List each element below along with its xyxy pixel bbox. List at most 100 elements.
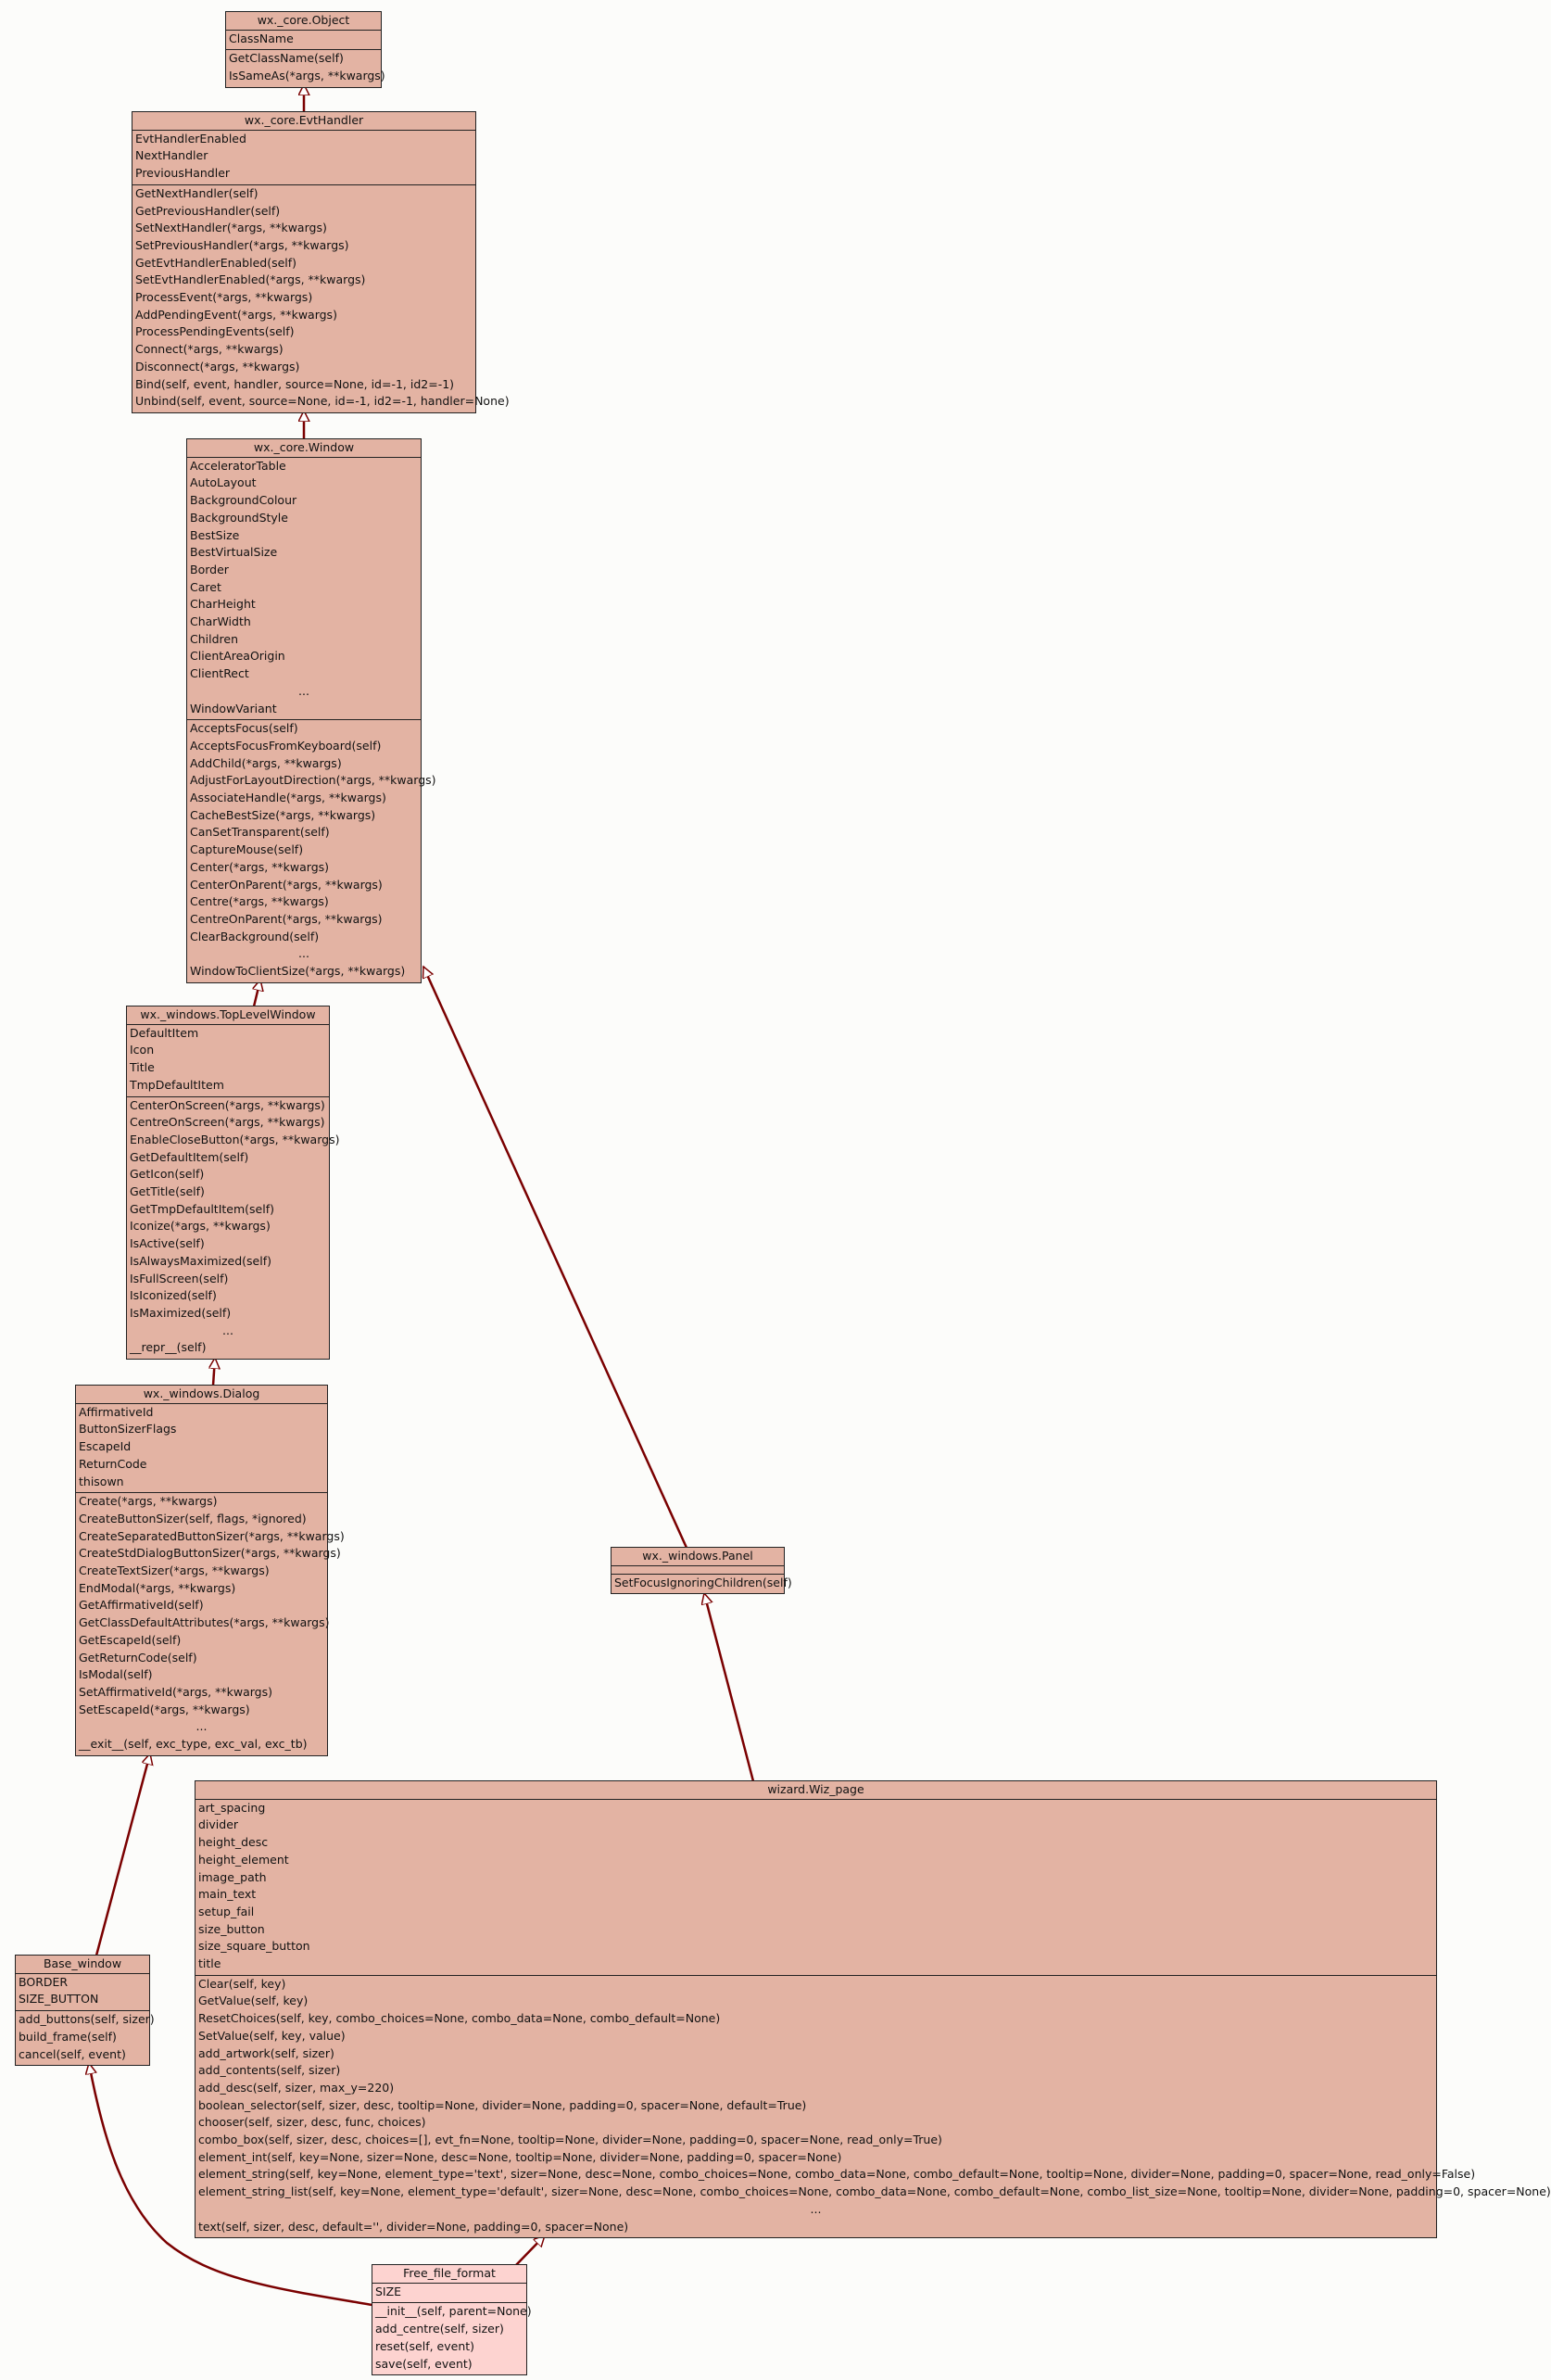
attribute-item: WindowVariant — [190, 701, 277, 715]
method-item: SetFocusIgnoringChildren(self) — [614, 1575, 792, 1589]
method-item: CanSetTransparent(self) — [190, 825, 330, 840]
method-section: AcceptsFocus(self)AcceptsFocusFromKeyboa… — [187, 719, 436, 982]
method-item: CreateStdDialogButtonSizer(*args, **kwar… — [79, 1546, 341, 1561]
edge-wizpage-to-panel — [704, 1593, 755, 1782]
method-item: GetTitle(self) — [130, 1184, 205, 1199]
attribute-item: BestVirtualSize — [190, 545, 278, 560]
method-item: Iconize(*args, **kwargs) — [130, 1219, 271, 1234]
method-section: CenterOnScreen(*args, **kwargs) CentreOnS… — [127, 1095, 339, 1360]
attribute-item: main_text — [198, 1887, 257, 1902]
method-item: CentreOnParent(*args, **kwargs) — [190, 911, 383, 926]
method-item: IsActive(self) — [130, 1236, 205, 1251]
method-item: CenterOnScreen(*args, **kwargs) — [130, 1097, 325, 1112]
method-section: __init__(self, parent=None) add_centre(se… — [372, 2302, 532, 2374]
ellipsis: ... — [222, 1323, 233, 1337]
method-item: EndModal(*args, **kwargs) — [79, 1580, 236, 1595]
method-item: Bind(self, event, handler, source=None, … — [135, 376, 455, 391]
edge-freefileformat-to-basewindow — [89, 2063, 373, 2307]
method-item: ClearBackground(self) — [190, 929, 320, 943]
method-section: GetClassName(self)IsSameAs(*args, **kwar… — [226, 49, 385, 86]
method-item: CentreOnScreen(*args, **kwargs) — [130, 1115, 325, 1130]
method-item: add_centre(self, sizer) — [375, 2322, 504, 2336]
method-item: chooser(self, sizer, desc, func, choices… — [198, 2115, 426, 2130]
method-item: AssociateHandle(*args, **kwargs) — [190, 791, 386, 805]
method-item: element_string(self, key=None, element_t… — [198, 2167, 1476, 2182]
class-name: Base_window — [16, 1956, 149, 1974]
method-item: SetEscapeId(*args, **kwargs) — [79, 1702, 250, 1716]
attribute-item: divider — [198, 1817, 239, 1832]
method-item: Centre(*args, **kwargs) — [190, 894, 329, 909]
class-name: wx._windows.TopLevelWindow — [127, 1006, 329, 1025]
class-name: Free_file_format — [372, 2265, 526, 2284]
method-item: add_buttons(self, sizer) — [19, 2012, 155, 2027]
attribute-item: size_button — [198, 1921, 265, 1936]
method-item: IsMaximized(self) — [130, 1305, 232, 1320]
attribute-item: title — [198, 1956, 221, 1971]
method-item: AdjustForLayoutDirection(*args, **kwargs… — [190, 773, 436, 788]
method-section: GetNextHandler(self) GetPreviousHandler(s… — [132, 184, 510, 412]
edge-freefileformat-to-wizpage — [515, 2235, 545, 2266]
attribute-item: Border — [190, 562, 229, 576]
edge-basewindow-to-dialog — [95, 1753, 150, 1956]
method-item: Clear(self, key) — [198, 1976, 286, 1991]
method-item: CreateButtonSizer(self, flags, *ignored) — [79, 1511, 307, 1525]
attribute-item: ClientRect — [190, 666, 249, 681]
method-item: AddPendingEvent(*args, **kwargs) — [135, 307, 337, 322]
ellipsis: ... — [298, 946, 309, 961]
method-item: GetAffirmativeId(self) — [79, 1598, 204, 1613]
method-item: GetValue(self, key) — [198, 1994, 309, 2008]
method-item: build_frame(self) — [19, 2029, 117, 2044]
method-item: __repr__(self) — [130, 1340, 207, 1355]
method-item: IsFullScreen(self) — [130, 1271, 229, 1285]
method-item: __exit__(self, exc_type, exc_val, exc_tb… — [79, 1737, 308, 1752]
method-item: CreateTextSizer(*args, **kwargs) — [79, 1563, 270, 1578]
method-item: ResetChoices(self, key, combo_choices=No… — [198, 2011, 721, 2026]
attribute-item: size_square_button — [198, 1939, 310, 1954]
method-item: CaptureMouse(self) — [190, 842, 304, 857]
method-item: SetNextHandler(*args, **kwargs) — [135, 221, 327, 235]
method-item: ProcessEvent(*args, **kwargs) — [135, 290, 313, 305]
method-item: ProcessPendingEvents(self) — [135, 324, 295, 339]
attribute-item: SIZE_BUTTON — [19, 1992, 99, 2007]
attribute-item: Caret — [190, 579, 221, 594]
attribute-item: AutoLayout — [190, 475, 257, 490]
method-section: Clear(self, key) GetValue(self, key) Reset… — [195, 1974, 1551, 2238]
method-item: SetEvtHandlerEnabled(*args, **kwargs) — [135, 272, 366, 287]
attribute-item: BackgroundColour — [190, 493, 297, 508]
edge-dialog-to-toplevelwindow — [213, 1358, 215, 1386]
method-item: GetNextHandler(self) — [135, 185, 258, 200]
method-item: GetReturnCode(self) — [79, 1650, 197, 1665]
method-item: Connect(*args, **kwargs) — [135, 342, 284, 357]
method-item: reset(self, event) — [375, 2338, 475, 2353]
method-item: Unbind(self, event, source=None, id=-1, … — [135, 394, 510, 409]
attribute-item: TmpDefaultItem — [130, 1077, 224, 1092]
method-item: GetClassName(self) — [229, 51, 344, 66]
class-name: wizard.Wiz_page — [195, 1781, 1436, 1800]
method-item: SetPreviousHandler(*args, **kwargs) — [135, 237, 349, 252]
method-item: __init__(self, parent=None) — [375, 2304, 532, 2319]
method-item: combo_box(self, sizer, desc, choices=[],… — [198, 2133, 942, 2147]
method-section: add_buttons(self, sizer) build_frame(self… — [16, 2010, 155, 2065]
method-item: element_string_list(self, key=None, elem… — [198, 2184, 1551, 2199]
method-item: SetAffirmativeId(*args, **kwargs) — [79, 1684, 272, 1699]
attribute-item: BackgroundStyle — [190, 510, 288, 525]
attribute-item: CharHeight — [190, 597, 256, 612]
method-section: SetFocusIgnoringChildren(self) — [612, 1573, 792, 1594]
attribute-item: thisown — [79, 1474, 124, 1488]
method-item: GetEscapeId(self) — [79, 1632, 182, 1647]
attribute-item: Title — [130, 1060, 155, 1075]
method-item: WindowToClientSize(*args, **kwargs) — [190, 964, 406, 979]
method-item: GetPreviousHandler(self) — [135, 203, 281, 218]
method-item: add_artwork(self, sizer) — [198, 2045, 334, 2060]
